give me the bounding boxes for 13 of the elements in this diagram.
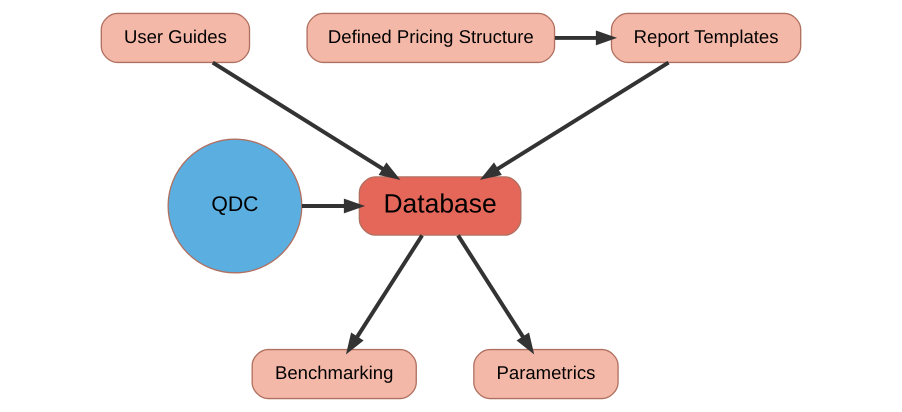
arrow xyxy=(456,234,534,354)
node-box: Parametrics xyxy=(473,348,619,400)
node-box: Defined Pricing Structure xyxy=(306,12,556,64)
node-box: Report Templates xyxy=(610,12,802,64)
arrow xyxy=(555,30,618,46)
arrow xyxy=(302,198,366,214)
node-box: User Guides xyxy=(100,12,250,64)
node-box: Benchmarking xyxy=(252,348,417,400)
arrow xyxy=(480,60,670,180)
arrow xyxy=(212,60,400,180)
node-circle: QDC xyxy=(167,138,302,274)
arrow xyxy=(346,234,424,354)
node-box: Database xyxy=(358,176,522,236)
